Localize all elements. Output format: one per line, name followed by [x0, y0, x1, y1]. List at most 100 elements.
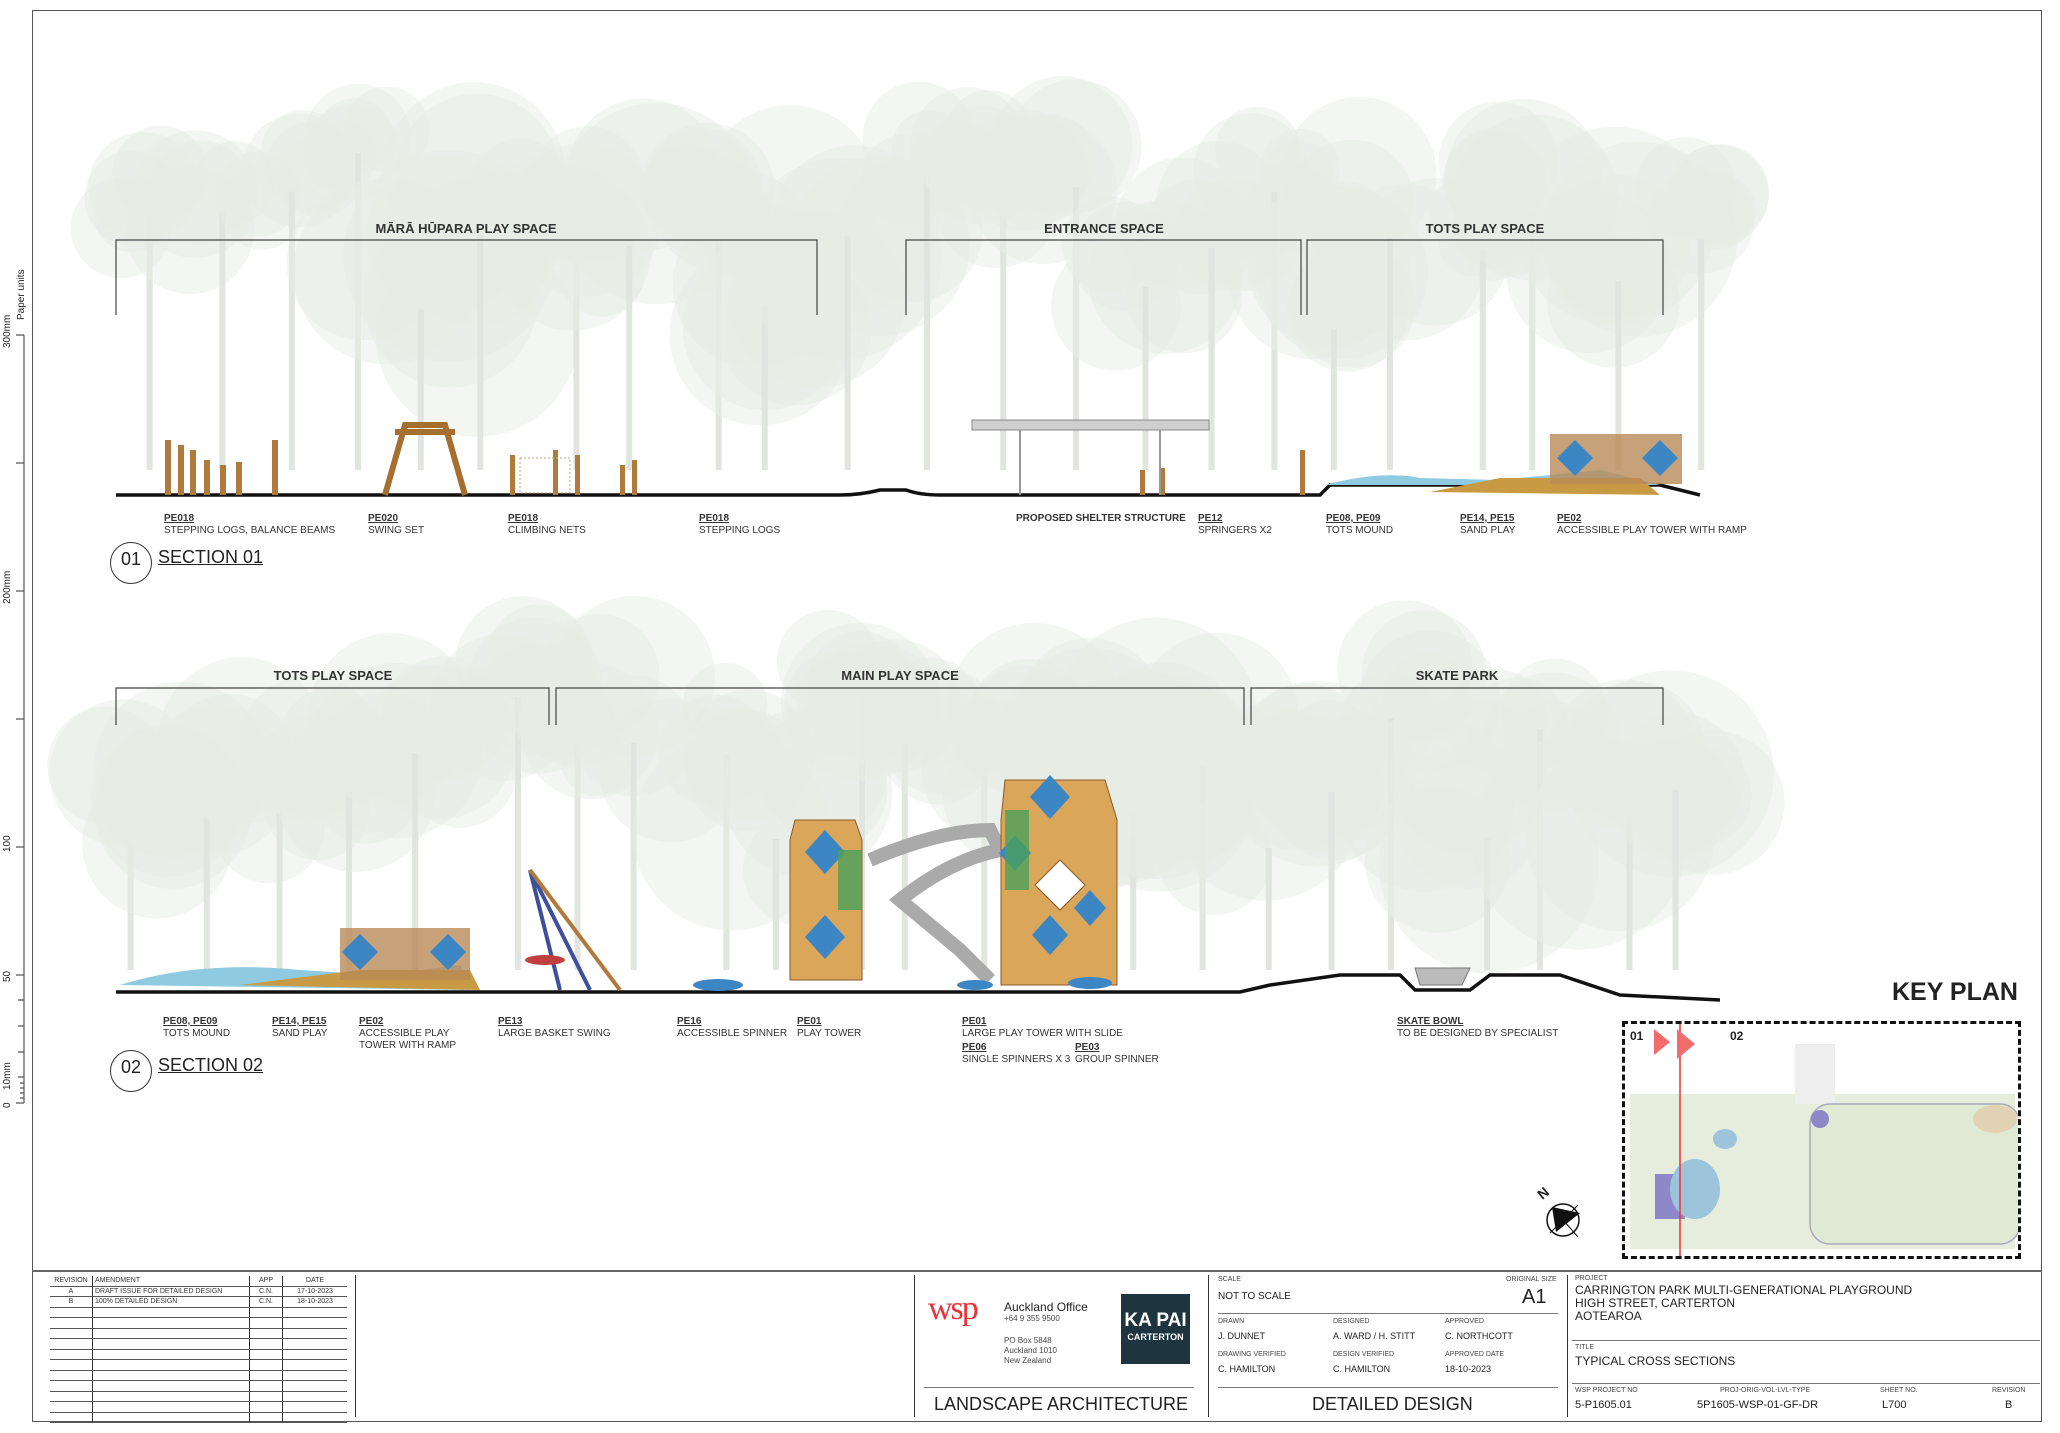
tree-canopy — [394, 93, 560, 259]
zone-heading: ENTRANCE SPACE — [1044, 221, 1164, 236]
tree-canopy — [1008, 79, 1142, 213]
tree-canopy — [466, 617, 603, 754]
wsp-logo: wsp — [928, 1290, 979, 1327]
tree-canopy — [862, 81, 976, 195]
tree-canopy — [1428, 175, 1506, 253]
tree-canopy — [1610, 712, 1745, 847]
tree-canopy — [683, 689, 815, 821]
tree-trunk — [844, 235, 851, 470]
tree-canopy — [1547, 234, 1680, 368]
tree-canopy — [807, 631, 913, 737]
scale-value: NOT TO SCALE — [1218, 1291, 1291, 1302]
tree-canopy — [343, 150, 556, 363]
approved-value: C. NORTHCOTT — [1445, 1331, 1513, 1341]
zone-heading: MAIN PLAY SPACE — [841, 668, 959, 683]
revision-label: REVISION — [1992, 1387, 2026, 1394]
tree-canopy — [49, 699, 197, 847]
divider — [1208, 1275, 1209, 1417]
tree-canopy — [220, 165, 305, 250]
tree-canopy — [526, 166, 625, 264]
divider — [1567, 1275, 1568, 1417]
tree-canopy — [1506, 188, 1671, 353]
tree-canopy — [1438, 101, 1559, 222]
sheet-no-label: SHEET NO. — [1880, 1387, 1918, 1394]
tree-canopy — [383, 82, 565, 264]
tree-canopy — [147, 140, 253, 245]
tree-canopy — [795, 658, 873, 736]
tree-canopy — [559, 231, 645, 317]
tree-canopy — [1567, 670, 1774, 877]
zone-heading: MĀRĀ HŪPARA PLAY SPACE — [375, 221, 557, 236]
tree-canopy — [375, 233, 579, 437]
tree-canopy — [964, 665, 1084, 785]
tree-trunk — [858, 694, 865, 970]
tree-canopy — [1361, 178, 1510, 326]
tree-canopy — [1224, 680, 1410, 867]
tree-canopy — [131, 130, 259, 258]
tree-canopy — [944, 90, 1034, 179]
tree-canopy — [692, 706, 782, 796]
tree-trunk — [715, 239, 722, 470]
tree-canopy — [1289, 242, 1416, 368]
tree-trunk — [1271, 192, 1278, 470]
tree-canopy — [490, 157, 599, 266]
tree-canopy — [698, 172, 804, 279]
tree-canopy — [265, 755, 371, 861]
tree-canopy — [88, 132, 199, 243]
tree-canopy — [239, 674, 381, 817]
tree-canopy — [304, 103, 401, 201]
tree-canopy — [1337, 600, 1473, 736]
tree-canopy — [719, 252, 872, 406]
tree-canopy — [1359, 630, 1501, 772]
tree-canopy — [429, 634, 577, 781]
key-plan-marker-02: 02 — [1730, 1029, 1744, 1043]
client-logo: KA PAI CARTERTON — [1121, 1294, 1190, 1364]
tree-canopy — [1006, 114, 1097, 206]
tree-canopy — [556, 103, 758, 305]
divider — [1572, 1383, 2040, 1384]
tree-trunk — [981, 776, 988, 970]
tree-trunk — [1529, 214, 1536, 470]
discipline: LANDSCAPE ARCHITECTURE — [934, 1394, 1189, 1414]
tree-canopy — [84, 150, 181, 247]
tree-canopy — [1256, 186, 1428, 359]
scale-ruler — [16, 334, 25, 1104]
tree-canopy — [829, 646, 942, 759]
tree-canopy — [1115, 157, 1248, 290]
tree-canopy — [1015, 638, 1164, 787]
tree-canopy — [277, 133, 362, 218]
tree-canopy — [254, 717, 360, 823]
tree-canopy — [1290, 139, 1415, 264]
tree-canopy — [306, 120, 377, 191]
original-size-label: ORIGINAL SIZE — [1506, 1276, 1557, 1283]
divider — [914, 1275, 915, 1417]
tree-canopy — [1158, 801, 1272, 915]
tree-canopy — [672, 201, 839, 368]
tree-canopy — [286, 185, 441, 341]
tree-canopy — [193, 141, 276, 224]
north-arrow-icon: N — [1534, 1184, 1588, 1240]
tree-canopy — [1444, 127, 1547, 231]
tree-trunk — [355, 153, 362, 471]
tree-canopy — [1248, 184, 1411, 347]
tree-canopy — [1156, 140, 1281, 266]
tree-canopy — [1337, 713, 1516, 892]
ruler-tick-200: 200mm — [2, 570, 13, 604]
tree-trunk — [276, 812, 283, 970]
tree-canopy — [344, 86, 430, 173]
tree-canopy — [260, 110, 345, 194]
tree-canopy — [112, 125, 208, 221]
tree-canopy — [861, 133, 954, 226]
tree-canopy — [403, 715, 517, 828]
tree-canopy — [992, 76, 1133, 217]
tree-canopy — [669, 243, 852, 426]
approved-date-label: APPROVED DATE — [1445, 1351, 1504, 1358]
tree-canopy — [100, 759, 197, 856]
tree-canopy — [100, 725, 232, 856]
tree-canopy — [1476, 208, 1545, 278]
tree-canopy — [455, 596, 591, 732]
designed-label: DESIGNED — [1333, 1318, 1370, 1325]
tree-canopy — [164, 693, 294, 823]
